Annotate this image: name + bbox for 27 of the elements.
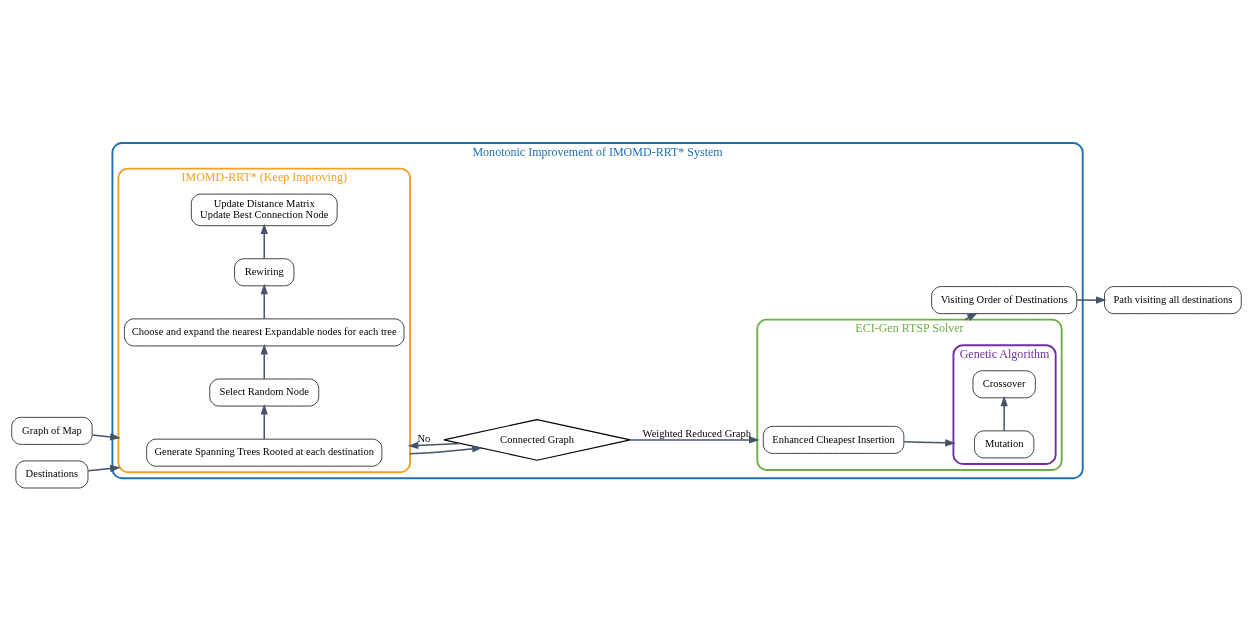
node-box: Select Random Node (209, 378, 320, 406)
arrow (260, 283, 268, 320)
arrow (1076, 295, 1107, 304)
node-box: Destinations (15, 460, 89, 488)
node-box: Graph of Map (11, 416, 93, 445)
node-diamond: Connected Graph (443, 418, 631, 461)
arrow (87, 464, 121, 472)
node-box: Mutation (974, 430, 1035, 458)
node-box: Generate Spanning Trees Rooted at each destination (146, 438, 383, 467)
arrow (1000, 395, 1008, 432)
node-box: Rewiring (234, 257, 295, 286)
arrow (260, 343, 268, 380)
node-box: Visiting Order of Destinations (931, 285, 1078, 314)
arrow (260, 222, 268, 259)
arrow (407, 441, 461, 449)
node-box: Update Distance Matrix Update Best Connection Node (190, 193, 338, 226)
edge-label: No (417, 432, 431, 444)
arrow (260, 403, 268, 440)
arrow (91, 432, 121, 440)
node-box: Crossover (972, 369, 1036, 398)
node-box: Path visiting all destinations (1104, 285, 1242, 314)
node-box: Choose and expand the nearest Expandable nodes for each tree (124, 318, 405, 346)
edge-label: Weighted Reduced Graph (642, 427, 751, 439)
arrow (903, 438, 956, 447)
arrow (409, 444, 483, 454)
arrow (629, 435, 760, 444)
node-box: Enhanced Cheapest Insertion (762, 425, 905, 454)
